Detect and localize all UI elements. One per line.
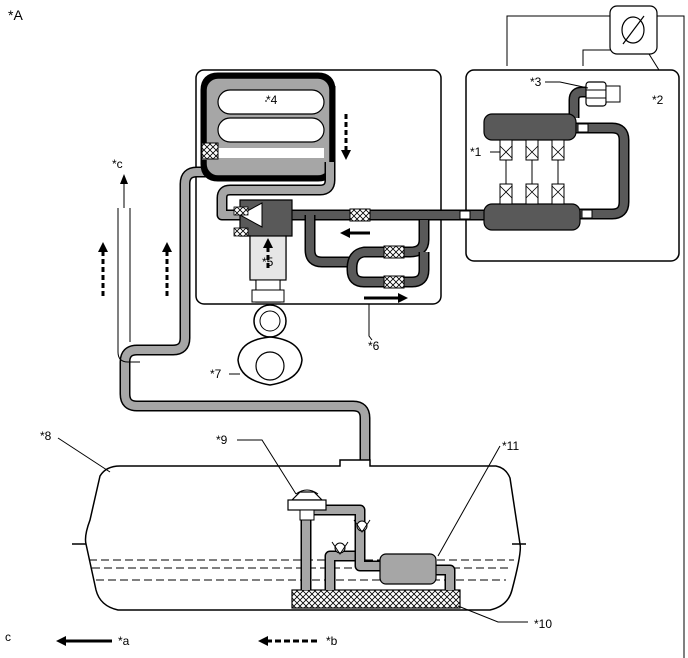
wiring-harness [506,15,685,658]
callout-3: *3 [530,75,542,89]
callout-4: *4 [266,93,278,107]
injectors-lower [499,172,565,205]
callout-6: *6 [368,339,380,353]
low-pressure-pipe [119,166,371,565]
check-valves [349,208,471,289]
callout-2: *2 [652,93,664,107]
vent-pipe [117,174,140,363]
callout-7: *7 [210,367,222,381]
callout-5: *5 [262,255,274,269]
callout-11: *11 [502,439,519,453]
callout-9: *9 [216,433,228,447]
injectors-upper [499,139,565,172]
legend-label-b: *b [326,634,338,648]
suction-filter-10 [291,589,461,609]
pressure-sensor-3 [585,81,621,107]
legend: *a *b [56,634,338,648]
fuel-rail-upper [483,113,589,141]
callout-c: *c [112,157,123,171]
tank-check-valves [331,519,371,555]
callout-10: *10 [534,617,552,631]
callout-8: *8 [40,429,52,443]
sensor-2 [609,5,665,79]
cam-7 [237,304,303,386]
corner-code: c [5,630,11,644]
fuel-tank-8 [72,459,526,611]
figure-title-label: *A [8,7,23,23]
canister-to-pump-pipe [216,162,336,221]
fuel-pump-11 [379,553,437,585]
pressure-regulator-9 [287,489,327,521]
leader-lines [57,81,589,623]
legend-label-a: *a [118,634,130,648]
callout-1: *1 [470,145,482,159]
flow-arrows [98,114,408,303]
fuel-rail-lower [483,203,593,231]
